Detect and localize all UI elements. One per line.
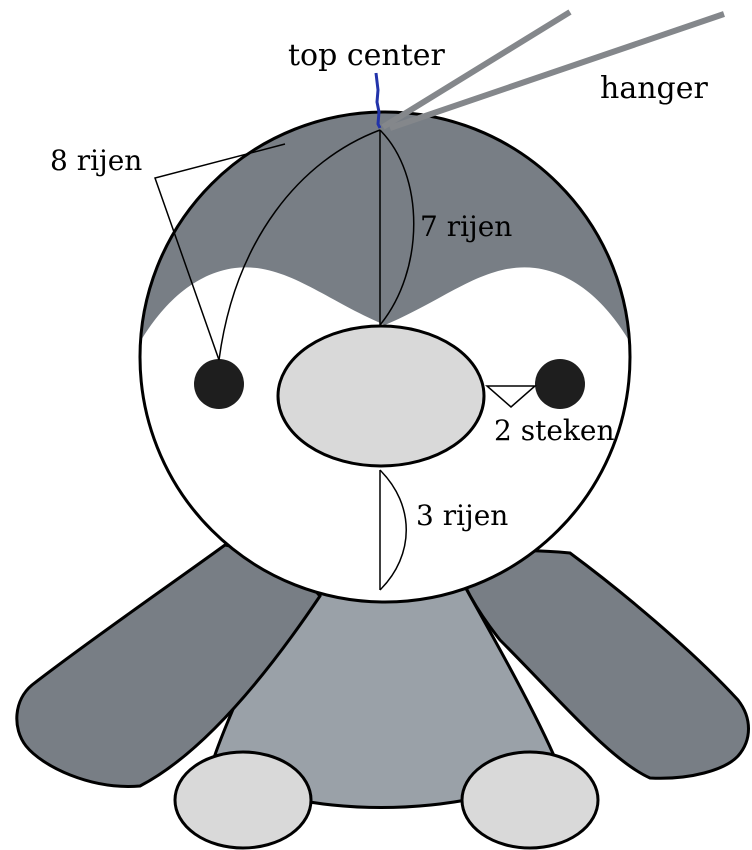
label-7-rijen: 7 rijen <box>420 210 512 243</box>
label-hanger: hanger <box>600 71 708 106</box>
left-foot <box>175 752 311 848</box>
left-eye <box>194 359 244 409</box>
snout <box>278 326 484 466</box>
label-top-center: top center <box>288 38 446 73</box>
label-2-steken: 2 steken <box>494 414 614 447</box>
right-eye <box>535 359 585 409</box>
right-foot <box>462 752 598 848</box>
label-3-rijen: 3 rijen <box>416 499 508 532</box>
label-8-rijen: 8 rijen <box>50 144 142 177</box>
